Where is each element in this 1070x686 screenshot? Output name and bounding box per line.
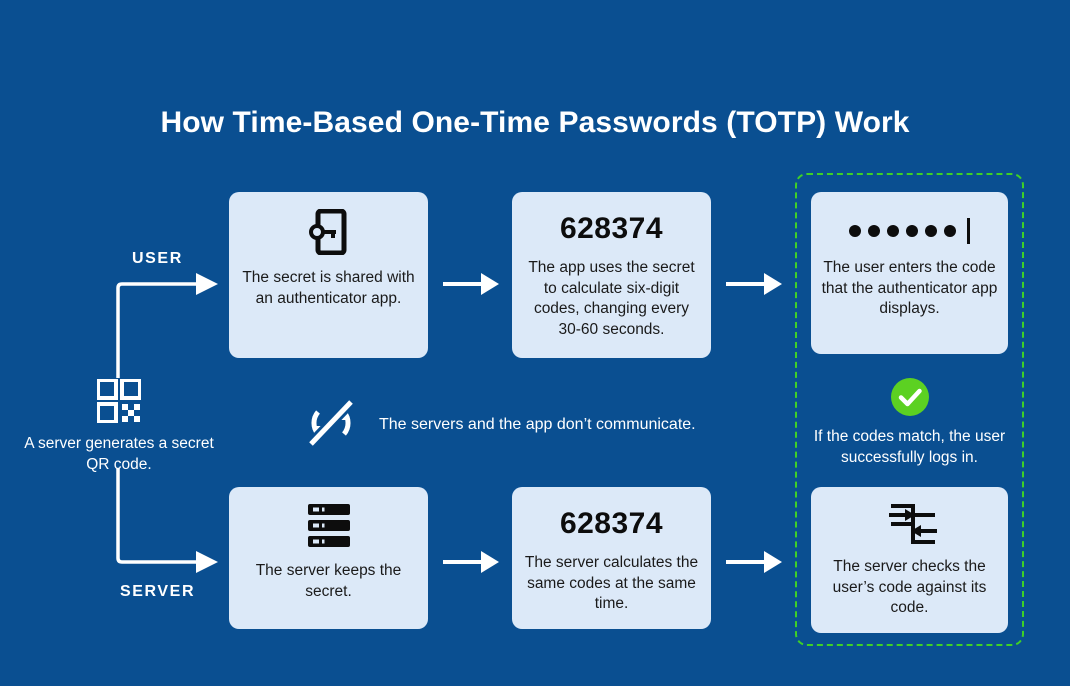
no-communication-text: The servers and the app don’t communicat… [379, 415, 696, 433]
card-server-secret-text: The server keeps the secret. [255, 562, 402, 600]
card-user-secret-text: The secret is shared with an authenticat… [242, 269, 415, 307]
text-caret-icon [967, 218, 970, 244]
password-dot [925, 225, 937, 237]
card-user-enters-code: The user enters the code that the authen… [811, 192, 1008, 354]
password-dot [887, 225, 899, 237]
server-otp-code: 628374 [559, 507, 664, 540]
green-check-circle-icon [808, 378, 1011, 416]
page-title: How Time-Based One-Time Passwords (TOTP)… [160, 106, 910, 139]
no-communication-note: The servers and the app don’t communicat… [305, 396, 696, 453]
qr-code-icon [24, 379, 214, 423]
phone-key-icon [308, 208, 349, 256]
password-dots-icon [849, 214, 970, 248]
card-server-checks-code: The server checks the user’s code agains… [811, 487, 1008, 633]
branch-label-server: SERVER [120, 583, 196, 600]
card-app-code-text: The app uses the secret to calculate six… [528, 259, 695, 338]
no-sync-icon [305, 396, 357, 453]
password-dot [906, 225, 918, 237]
codes-match-text: If the codes match, the user successfull… [813, 428, 1006, 466]
card-app-generates-code: 628374 The app uses the secret to calcul… [512, 192, 711, 358]
codes-match-note: If the codes match, the user successfull… [808, 378, 1011, 468]
password-dot [868, 225, 880, 237]
verification-highlight-box [795, 173, 1024, 646]
card-server-checks-text: The server checks the user’s code agains… [832, 558, 987, 616]
origin-qr-block: A server generates a secret QR code. [24, 379, 214, 475]
server-rack-icon [307, 503, 350, 549]
branch-label-user: USER [132, 250, 183, 267]
card-user-secret-shared: The secret is shared with an authenticat… [229, 192, 428, 358]
card-server-keeps-secret: The server keeps the secret. [229, 487, 428, 629]
app-otp-code: 628374 [559, 212, 664, 245]
origin-caption: A server generates a secret QR code. [24, 435, 214, 473]
compare-arrows-icon [883, 501, 937, 547]
card-server-code-text: The server calculates the same codes at … [524, 554, 699, 612]
card-server-calculates-code: 628374 The server calculates the same co… [512, 487, 711, 629]
password-dot [849, 225, 861, 237]
card-user-enters-text: The user enters the code that the authen… [821, 259, 998, 317]
password-dot [944, 225, 956, 237]
